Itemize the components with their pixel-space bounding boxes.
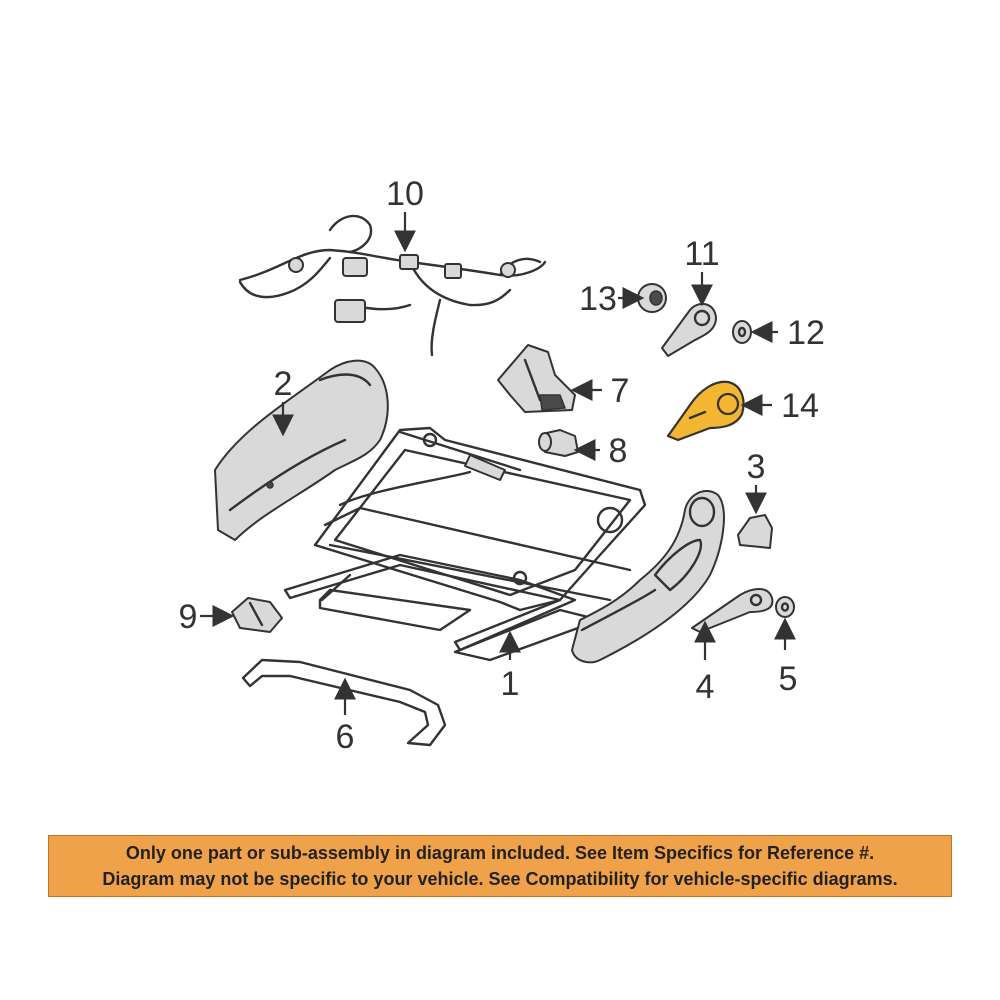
callout-label-4: 4 — [696, 668, 715, 706]
part-recliner-arm — [571, 490, 725, 664]
callout-11: 11 — [684, 235, 720, 307]
part-clip-9 — [231, 597, 283, 633]
callout-label-5: 5 — [779, 660, 798, 698]
callout-5: 5 — [774, 617, 798, 698]
callout-label-2: 2 — [274, 365, 293, 403]
callout-label-13: 13 — [579, 280, 617, 318]
callout-label-11: 11 — [684, 235, 719, 273]
callout-label-7: 7 — [611, 372, 630, 410]
part-bushing-13 — [637, 283, 667, 313]
callout-9: 9 — [179, 598, 235, 636]
callout-10: 10 — [386, 175, 424, 253]
part-cap-3 — [737, 514, 773, 549]
callout-14: 14 — [740, 387, 819, 425]
callout-label-6: 6 — [336, 718, 355, 756]
callout-1: 1 — [499, 630, 521, 703]
callout-4: 4 — [694, 620, 716, 706]
disclaimer-line-2: Diagram may not be specific to your vehi… — [102, 869, 898, 889]
callout-label-10: 10 — [386, 175, 424, 213]
part-handle-14-highlighted — [666, 380, 745, 442]
callout-label-3: 3 — [747, 448, 766, 486]
callout-label-9: 9 — [179, 598, 198, 636]
callout-12: 12 — [750, 314, 825, 352]
disclaimer-banner: Only one part or sub-assembly in diagram… — [48, 835, 952, 897]
part-side-shield — [214, 359, 389, 541]
callout-3: 3 — [745, 448, 767, 515]
part-wiring-harness — [238, 214, 547, 357]
part-seat-adjuster-frame — [283, 426, 647, 662]
part-bracket-7 — [497, 344, 576, 413]
part-washer-12 — [732, 320, 752, 344]
callout-6: 6 — [334, 677, 356, 756]
callout-label-8: 8 — [609, 432, 628, 470]
part-knob-8 — [538, 429, 579, 457]
part-lever-11 — [661, 302, 717, 357]
callout-label-12: 12 — [787, 314, 825, 352]
callout-label-1: 1 — [501, 665, 520, 703]
part-washer-5 — [775, 596, 795, 618]
callout-8: 8 — [573, 432, 628, 470]
callout-13: 13 — [579, 280, 645, 318]
disclaimer-line-1: Only one part or sub-assembly in diagram… — [125, 843, 875, 863]
callout-label-14: 14 — [781, 387, 819, 425]
callout-7: 7 — [570, 372, 630, 410]
part-rod-6 — [241, 658, 447, 747]
callout-2: 2 — [272, 365, 294, 437]
